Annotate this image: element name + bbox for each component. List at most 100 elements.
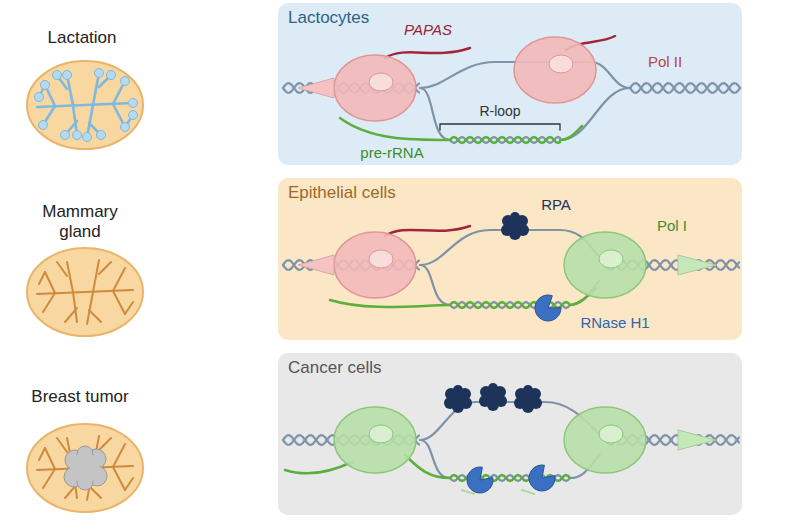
enzyme-body bbox=[334, 232, 416, 298]
dna-strand bbox=[420, 265, 450, 305]
rna-strand bbox=[450, 137, 560, 143]
milk-duct bbox=[39, 272, 45, 284]
rna-strand bbox=[340, 118, 450, 140]
enzyme-cleft bbox=[369, 73, 393, 91]
papas-rna bbox=[385, 48, 470, 58]
milk-duct bbox=[113, 268, 125, 291]
alveolus bbox=[61, 131, 70, 140]
rna-fragment bbox=[522, 490, 534, 494]
mammary-gland-icon bbox=[27, 248, 143, 336]
dna-strand bbox=[450, 302, 570, 308]
r-loop-bracket bbox=[440, 124, 560, 130]
gland-outline bbox=[27, 424, 143, 512]
milk-duct bbox=[73, 292, 77, 322]
rrna-promoter bbox=[678, 255, 716, 275]
rpa-protein bbox=[514, 385, 542, 413]
enzyme-label: Pol I bbox=[657, 217, 687, 234]
label-holder: Pol II bbox=[648, 53, 682, 71]
enzyme-body bbox=[514, 37, 596, 103]
panel-title: Cancer cells bbox=[288, 358, 732, 378]
alveolus bbox=[41, 81, 50, 90]
rnase-h1-enzyme bbox=[529, 465, 555, 491]
label-holder: RPA bbox=[541, 196, 571, 214]
rpa-lobe bbox=[522, 401, 534, 413]
alveolus bbox=[121, 123, 130, 132]
alveolus bbox=[63, 71, 72, 80]
stage-label: Lactation bbox=[48, 28, 117, 47]
gland-outline bbox=[27, 61, 143, 149]
rpa-lobe bbox=[523, 385, 533, 395]
alveolus bbox=[73, 131, 82, 140]
panel-background bbox=[278, 178, 742, 340]
panel-title: Epithelial cells bbox=[288, 183, 732, 203]
milk-duct bbox=[93, 260, 99, 292]
alveolus bbox=[35, 93, 44, 102]
milk-duct bbox=[57, 262, 67, 276]
tumor-mass bbox=[70, 453, 100, 483]
dna-strand bbox=[630, 83, 740, 93]
cell-panel: Cancer cells bbox=[278, 353, 742, 515]
stage-label: Breast tumor bbox=[31, 387, 128, 406]
alveolus bbox=[121, 77, 130, 86]
milk-duct bbox=[39, 448, 45, 460]
enzyme-body bbox=[564, 232, 646, 298]
rpa-lobe bbox=[453, 385, 463, 395]
rna-strand bbox=[285, 462, 352, 473]
rpa-lobe bbox=[452, 401, 464, 413]
dna-strand bbox=[420, 88, 450, 140]
milk-duct bbox=[67, 262, 73, 292]
pol-i-enzyme bbox=[334, 407, 416, 473]
rna-strand bbox=[560, 126, 582, 140]
alveolus bbox=[129, 111, 138, 120]
enzyme-body bbox=[564, 407, 646, 473]
panel-background bbox=[278, 353, 742, 515]
rna-label: PAPAS bbox=[404, 21, 452, 38]
papas-promoter bbox=[298, 78, 334, 98]
milk-duct bbox=[43, 469, 55, 488]
stage-label: Mammary gland bbox=[42, 202, 118, 241]
milk-duct bbox=[37, 103, 133, 107]
milk-duct bbox=[113, 291, 125, 314]
rna-label: pre-rRNA bbox=[360, 144, 423, 161]
alveolus bbox=[53, 71, 62, 80]
panel-title: Lactocytes bbox=[288, 8, 732, 28]
cell-panel: Lactocytes bbox=[278, 3, 742, 165]
pol-i-enzyme bbox=[564, 232, 646, 298]
label-holder: pre-rRNA bbox=[360, 144, 423, 162]
rna-strand bbox=[450, 302, 570, 308]
rpa-lobe bbox=[510, 212, 520, 222]
milk-duct bbox=[125, 302, 133, 314]
mammary-gland-icon bbox=[27, 424, 143, 512]
rpa-protein bbox=[501, 212, 529, 240]
enzyme-cleft bbox=[599, 425, 623, 443]
milk-duct bbox=[87, 292, 93, 324]
label-holder: PAPAS bbox=[404, 21, 452, 39]
milk-duct bbox=[99, 438, 111, 450]
mammary-gland-icon bbox=[27, 61, 143, 149]
pol-ii-enzyme bbox=[334, 232, 416, 298]
cell-panel: Epithelial cells bbox=[278, 178, 742, 340]
enzyme-label: RNase H1 bbox=[580, 314, 649, 331]
alveolus bbox=[95, 69, 104, 78]
alveolus bbox=[97, 131, 106, 140]
milk-duct bbox=[125, 478, 133, 490]
enzyme-body bbox=[334, 407, 416, 473]
milk-duct bbox=[89, 310, 101, 322]
dna-strand bbox=[450, 137, 560, 143]
milk-duct bbox=[57, 438, 67, 452]
rna-strand bbox=[330, 300, 450, 307]
milk-duct bbox=[37, 290, 133, 294]
rpa-lobe bbox=[487, 399, 499, 411]
rna-strand bbox=[405, 455, 450, 478]
enzyme-body bbox=[334, 55, 416, 121]
gland-outline bbox=[27, 248, 143, 336]
label-holder: RNase H1 bbox=[580, 314, 649, 332]
papas-rna bbox=[385, 226, 470, 236]
enzyme-label: Pol II bbox=[648, 53, 682, 70]
label-holder: Breast tumor bbox=[30, 387, 130, 407]
label-holder: Mammary gland bbox=[28, 202, 133, 243]
label-holder: Pol I bbox=[657, 217, 687, 235]
milk-duct bbox=[45, 448, 55, 469]
rnase-h1-enzyme bbox=[467, 467, 493, 493]
